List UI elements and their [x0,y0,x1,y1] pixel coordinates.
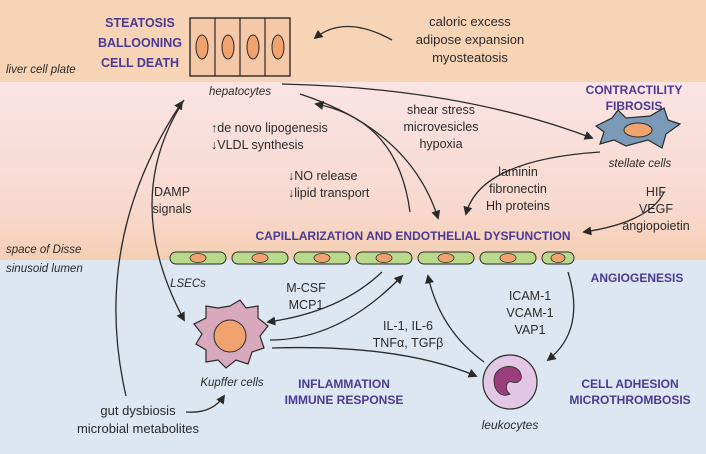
annotation-line: hypoxia [419,137,462,151]
annotation-line: shear stress [407,103,475,117]
arrow-hepatocytes-to-stellate [281,83,594,140]
arrow-kupffer-to-leukocytes [271,346,478,378]
label-lsecs: LSECs [170,278,206,290]
annotation-line: caloric excess [429,14,511,29]
annotation-line: IL-1, IL-6 [383,319,433,333]
annotation-hif: HIF VEGF angiopoietin [622,185,689,233]
arrow-kupffer-to-lsecs [269,274,404,341]
annotation-gut: gut dysbiosis microbial metabolites [77,403,200,436]
heading-inflammation: INFLAMMATION IMMUNE RESPONSE [285,377,404,407]
annotation-line: ICAM-1 [509,289,551,303]
arrow-caloric-to-hepatocytes [313,25,393,41]
heading-contractility: CONTRACTILITY FIBROSIS [586,83,683,113]
arrow-stellate-to-capillarization [463,151,601,216]
annotation-caloric: caloric excess adipose expansion myostea… [416,14,524,65]
kupffer-cell [193,299,269,369]
annotation-line: laminin [498,165,538,179]
label-hepatocytes: hepatocytes [209,86,271,98]
hepatocyte-plate [189,17,291,77]
lsec-cell [293,251,351,265]
lsec-cell [231,251,289,265]
annotation-line: ↑de novo lipogenesis [211,121,328,135]
annotation-line: gut dysbiosis [100,403,176,418]
arrow-stellate-to-lsecs [582,191,665,236]
heading-steatosis-line: STEATOSIS [105,16,175,30]
annotation-mcsf: M-CSF MCP1 [286,281,326,312]
arrow-gut-to-kupffer [185,394,226,413]
lsec-cell [169,251,227,265]
label-stellate-cells: stellate cells [609,158,672,170]
sinusoid-lumen-band [0,260,706,454]
heading-cell-adhesion-line: CELL ADHESION [581,377,678,391]
liver-cell-plate-band [0,0,706,82]
region-space-of-disse: space of Disse [6,244,81,256]
annotation-line: myosteatosis [432,50,508,65]
heading-steatosis-line: BALLOONING [98,36,182,50]
annotation-line: fibronectin [489,182,547,196]
annotation-shear: shear stress microvesicles hypoxia [403,103,478,151]
heading-steatosis-line: CELL DEATH [101,56,179,70]
annotation-line: angiopoietin [622,219,689,233]
lsec-cell [417,251,475,265]
label-leukocytes: leukocytes [482,418,539,432]
leukocyte [482,354,538,410]
annotation-line: ↓NO release [288,169,358,183]
annotation-line: ↓lipid transport [288,186,370,200]
arrow-hepatocytes-to-capillarization [299,93,441,220]
annotation-line: TNFα, TGFβ [373,336,444,350]
annotation-line: VAP1 [514,323,545,337]
annotation-line: signals [153,202,192,216]
heading-angiogenesis: ANGIOGENESIS [591,271,684,285]
annotation-line: M-CSF [286,281,326,295]
arrow-gut-to-hepatocytes [115,100,184,397]
heading-capillarization: CAPILLARIZATION AND ENDOTHELIAL DYSFUNCT… [255,229,570,243]
annotation-line: DAMP [154,185,190,199]
annotation-damp: DAMP signals [153,185,192,216]
region-sinusoid-lumen: sinusoid lumen [6,263,83,275]
heading-contractility-line: CONTRACTILITY [586,83,683,97]
arrow-capillarization-to-hepatocytes [314,100,411,213]
annotation-line: microbial metabolites [77,421,200,436]
heading-inflammation-line: IMMUNE RESPONSE [285,393,404,407]
arrow-lsecs-to-kupffer [266,271,383,326]
annotation-laminin: laminin fibronectin Hh proteins [486,165,550,213]
region-liver-cell-plate: liver cell plate [6,64,76,76]
heading-inflammation-line: INFLAMMATION [298,377,390,391]
annotation-lipogenesis: ↑de novo lipogenesis ↓VLDL synthesis [211,121,328,152]
arrow-hepatocytes-to-kupffer [151,99,185,322]
arrows [115,25,665,413]
annotation-line: Hh proteins [486,199,550,213]
heading-steatosis: STEATOSIS BALLOONING CELL DEATH [98,16,182,70]
annotation-line: HIF [646,185,667,199]
lsec-cell [541,251,575,265]
annotation-line: microvesicles [403,120,478,134]
annotation-il: IL-1, IL-6 TNFα, TGFβ [373,319,444,350]
heading-cell-adhesion: CELL ADHESION MICROTHROMBOSIS [569,377,690,407]
annotation-line: ↓VLDL synthesis [211,138,304,152]
heading-contractility-line: FIBROSIS [606,99,663,113]
annotation-line: VEGF [639,202,673,216]
stellate-cell [594,107,682,149]
heading-cell-adhesion-line: MICROTHROMBOSIS [569,393,690,407]
annotation-icam: ICAM-1 VCAM-1 VAP1 [506,289,553,337]
lsec-cell [479,251,537,265]
label-kupffer-cells: Kupffer cells [200,377,264,389]
annotation-no-release: ↓NO release ↓lipid transport [288,169,370,200]
arrow-lsecs-to-leukocytes [546,271,575,362]
annotation-line: MCP1 [289,298,324,312]
annotation-line: adipose expansion [416,32,524,47]
arrow-leukocytes-to-lsecs [425,274,485,363]
annotation-line: VCAM-1 [506,306,553,320]
lsec-row [169,251,575,265]
lsec-cell [355,251,413,265]
